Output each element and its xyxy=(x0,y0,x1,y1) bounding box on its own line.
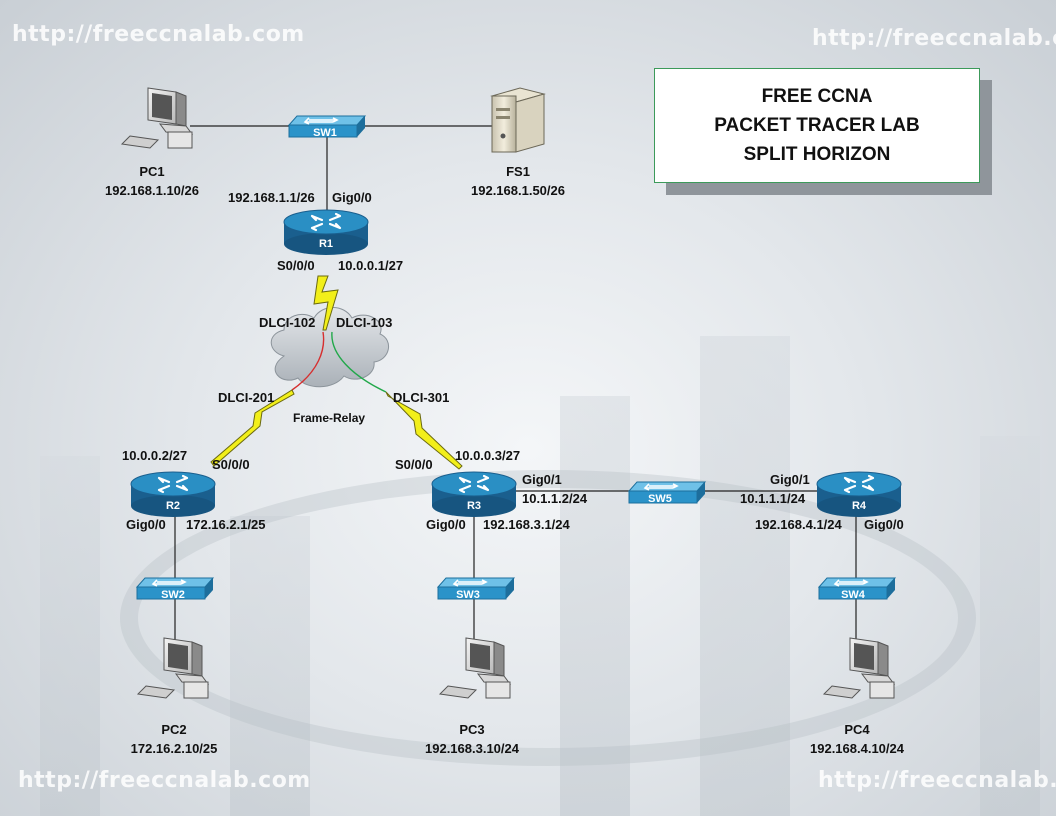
sw3-label: SW3 xyxy=(456,589,480,601)
pc1-icon xyxy=(121,87,193,149)
pc4-name: PC4 xyxy=(844,722,870,737)
watermark-text: http://freeccnalab.com xyxy=(812,26,1056,51)
r4-gig01-if: Gig0/1 xyxy=(770,472,810,487)
r3-label: R3 xyxy=(467,500,481,512)
r2-serial-if: S0/0/0 xyxy=(212,457,250,472)
r3-serial-if: S0/0/0 xyxy=(395,457,433,472)
r4-gig00-if: Gig0/0 xyxy=(864,517,904,532)
pc2-ip: 172.16.2.10/25 xyxy=(131,741,218,756)
sw4-label: SW4 xyxy=(841,589,866,601)
pc2-icon xyxy=(137,637,209,699)
frame-relay-cloud-icon xyxy=(270,307,389,388)
watermark-text: http://freeccnalab.com xyxy=(12,22,305,47)
r1-serial-if: S0/0/0 xyxy=(277,258,315,273)
r2-gig-ip: 172.16.2.1/25 xyxy=(186,517,266,532)
watermark-text: http://freeccnalab.com xyxy=(18,768,311,793)
pc3-icon xyxy=(439,637,511,699)
dlci-301-label: DLCI-301 xyxy=(393,390,449,405)
title-line: PACKET TRACER LAB xyxy=(714,115,920,136)
r1-gig-if: Gig0/0 xyxy=(332,190,372,205)
pc3-ip: 192.168.3.10/24 xyxy=(425,741,520,756)
title-line: FREE CCNA xyxy=(761,86,873,107)
watermark-text: http://freeccnalab.com xyxy=(818,768,1056,793)
r1-gig-ip: 192.168.1.1/26 xyxy=(228,190,315,205)
fs1-ip: 192.168.1.50/26 xyxy=(471,183,565,198)
pc3-name: PC3 xyxy=(459,722,484,737)
frame-relay-label: Frame-Relay xyxy=(293,411,365,425)
r4-gig00-ip: 192.168.4.1/24 xyxy=(755,517,843,532)
pc4-ip: 192.168.4.10/24 xyxy=(810,741,905,756)
r3-gig01-ip: 10.1.1.2/24 xyxy=(522,491,588,506)
pc4-icon xyxy=(823,637,895,699)
pc1-ip: 192.168.1.10/26 xyxy=(105,183,199,198)
r3-gig01-if: Gig0/1 xyxy=(522,472,562,487)
sw2-label: SW2 xyxy=(161,589,185,601)
r2-gig-if: Gig0/0 xyxy=(126,517,166,532)
r3-serial-ip: 10.0.0.3/27 xyxy=(455,448,520,463)
r1-label: R1 xyxy=(319,238,333,250)
title-line: SPLIT HORIZON xyxy=(743,144,891,165)
dlci-201-label: DLCI-201 xyxy=(218,390,274,405)
serial-link-r1 xyxy=(313,275,339,331)
serial-link-r2 xyxy=(210,389,295,467)
pc1-name: PC1 xyxy=(139,164,164,179)
r1-serial-ip: 10.0.0.1/27 xyxy=(338,258,403,273)
title-box: FREE CCNA PACKET TRACER LAB SPLIT HORIZO… xyxy=(654,68,980,183)
pvc-r1-r2-line xyxy=(291,331,325,391)
r2-serial-ip: 10.0.0.2/27 xyxy=(122,448,187,463)
sw1-label: SW1 xyxy=(313,127,337,139)
fs1-name: FS1 xyxy=(506,164,530,179)
sw5-label: SW5 xyxy=(648,493,672,505)
serial-link-r3 xyxy=(385,391,463,470)
dlci-102-label: DLCI-102 xyxy=(259,315,315,330)
r4-label: R4 xyxy=(852,500,867,512)
r4-gig01-ip: 10.1.1.1/24 xyxy=(740,491,806,506)
r3-gig00-ip: 192.168.3.1/24 xyxy=(483,517,571,532)
r3-gig00-if: Gig0/0 xyxy=(426,517,466,532)
fs1-server-icon xyxy=(490,87,546,153)
dlci-103-label: DLCI-103 xyxy=(336,315,392,330)
pvc-r1-r3-line xyxy=(331,331,387,393)
pc2-name: PC2 xyxy=(161,722,186,737)
r2-label: R2 xyxy=(166,500,180,512)
